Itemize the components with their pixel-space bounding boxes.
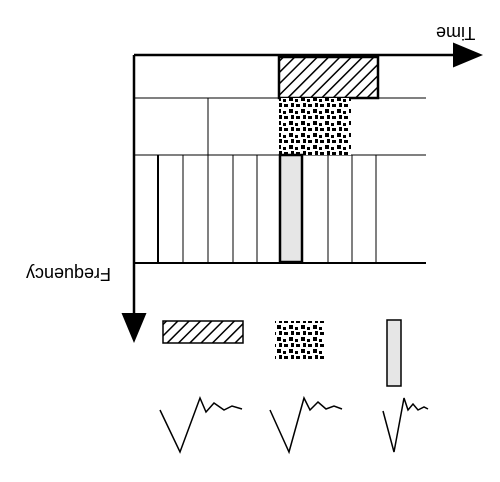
legend-gray-tile bbox=[386, 319, 402, 387]
waveform-medium bbox=[269, 395, 343, 455]
frequency-label: Frequency bbox=[26, 264, 112, 284]
legend-hatched-tile bbox=[162, 320, 244, 344]
narrow-cells bbox=[157, 155, 377, 263]
hatched-tile bbox=[277, 55, 380, 100]
gray-tile bbox=[278, 153, 304, 264]
legend-dotted-tile bbox=[275, 321, 324, 360]
time-label: Time bbox=[436, 23, 476, 43]
dotted-tile bbox=[279, 98, 351, 155]
waveform-short bbox=[382, 397, 429, 453]
waveform-long bbox=[159, 395, 243, 454]
